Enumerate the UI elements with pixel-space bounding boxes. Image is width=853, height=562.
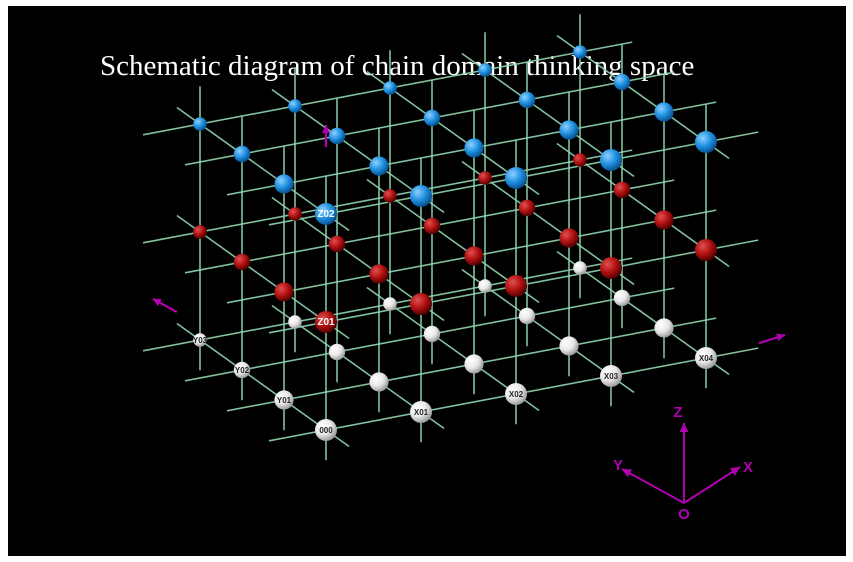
lattice-node-top — [369, 156, 389, 176]
lattice-node-top — [233, 145, 251, 163]
lattice-node-ground — [288, 315, 302, 329]
lattice-node-middle — [288, 207, 302, 221]
lattice-node-ground: X03 — [600, 365, 622, 387]
lattice-node-middle — [654, 210, 674, 230]
node-label: Y01 — [277, 396, 292, 405]
node-label: X02 — [509, 390, 524, 399]
lattice-node-ground — [613, 289, 631, 307]
lattice-node-middle — [695, 239, 717, 261]
lattice-node-ground: Y01 — [274, 390, 294, 410]
lattice-node-top — [654, 102, 674, 122]
slide-frame: Schematic diagram of chain domain thinki… — [8, 6, 846, 556]
lattice-node-middle — [328, 235, 346, 253]
lattice-node-ground — [478, 279, 492, 293]
axis-indicator: Z Y X O — [613, 404, 753, 523]
lattice-node-top — [383, 81, 397, 95]
lattice-node-top — [274, 174, 294, 194]
x-direction-arrow — [758, 333, 786, 345]
lattice-node-middle — [478, 171, 492, 185]
lattice-node-top — [505, 167, 527, 189]
lattice-node-top — [559, 120, 579, 140]
lattice-node-middle — [559, 228, 579, 248]
lattice-node-ground: 000 — [315, 419, 337, 441]
z-direction-arrow — [322, 125, 330, 148]
lattice-node-top — [464, 138, 484, 158]
lattice-node-middle — [464, 246, 484, 266]
lattice-node-middle — [410, 293, 432, 315]
axis-arrow-x — [683, 466, 741, 504]
lattice-node-middle — [518, 199, 536, 217]
lattice-node-middle — [423, 217, 441, 235]
lattice-node-middle — [573, 153, 587, 167]
lattice-node-ground — [559, 336, 579, 356]
lattice-node-ground — [369, 372, 389, 392]
lattice-node-top — [478, 63, 492, 77]
lattice-node-middle — [600, 257, 622, 279]
axis-label-x: X — [743, 459, 753, 476]
lattice-node-middle — [193, 225, 207, 239]
node-label: X04 — [699, 354, 714, 363]
node-label: Y02 — [235, 366, 250, 375]
lattice-node-middle — [505, 275, 527, 297]
lattice-node-middle: Z01 — [315, 311, 337, 333]
grid-lines — [142, 14, 759, 461]
edge-arrows — [152, 125, 786, 345]
axis-arrow-z — [679, 423, 689, 503]
lattice-node-top — [695, 131, 717, 153]
axis-arrow-y — [621, 468, 685, 504]
lattice-node-top — [600, 149, 622, 171]
lattice-node-ground: X04 — [695, 347, 717, 369]
node-label: X03 — [604, 372, 619, 381]
lattice-node-ground: Y02 — [233, 361, 251, 379]
lattice-node-middle — [613, 181, 631, 199]
node-label: X01 — [414, 408, 429, 417]
lattice-node-ground — [328, 343, 346, 361]
lattice-node-ground — [464, 354, 484, 374]
axis-label-origin: O — [678, 506, 690, 523]
node-label: Z02 — [317, 209, 335, 220]
lattice-node-top — [288, 99, 302, 113]
node-label: Y03 — [193, 336, 208, 345]
lattice-node-middle — [233, 253, 251, 271]
lattice-node-ground: X02 — [505, 383, 527, 405]
lattice-node-ground — [654, 318, 674, 338]
lattice-node-top: Z02 — [315, 203, 337, 225]
lattice-node-ground — [383, 297, 397, 311]
lattice-node-middle — [369, 264, 389, 284]
axis-label-y: Y — [613, 457, 623, 474]
lattice-node-top — [573, 45, 587, 59]
lattice-node-top — [423, 109, 441, 127]
lattice-node-top — [518, 91, 536, 109]
node-label: Z01 — [317, 317, 335, 328]
lattice-node-ground — [423, 325, 441, 343]
lattice-node-top — [193, 117, 207, 131]
slide-title: Schematic diagram of chain domain thinki… — [100, 50, 695, 82]
y-direction-arrow — [152, 297, 178, 313]
lattice-node-ground — [518, 307, 536, 325]
node-label: 000 — [319, 426, 333, 435]
lattice-node-top — [328, 127, 346, 145]
lattice-node-middle — [383, 189, 397, 203]
lattice-node-ground: Y03 — [193, 333, 208, 347]
lattice-node-middle — [274, 282, 294, 302]
lattice-node-ground — [573, 261, 587, 275]
axis-label-z: Z — [673, 404, 682, 421]
lattice-node-top — [410, 185, 432, 207]
lattice-node-ground: X01 — [410, 401, 432, 423]
lattice-node-top — [613, 73, 631, 91]
